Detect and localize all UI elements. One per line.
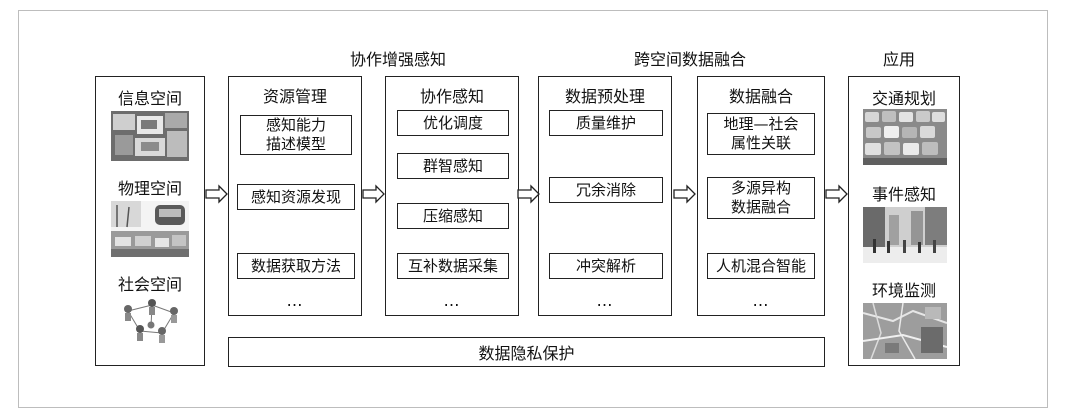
arrow-right-icon [362, 184, 385, 204]
collaborative-sensing-column: 协作感知 优化调度 群智感知 压缩感知 互补数据采集 … [385, 76, 519, 316]
header-applications: 应用 [882, 50, 916, 69]
arrow-right-icon [517, 184, 540, 204]
physical-space-image [111, 201, 189, 257]
multi-source-heterogeneous-fusion: 多源异构 数据融合 [707, 177, 815, 219]
info-space-image [111, 111, 189, 161]
fusion-ellipsis: … [752, 291, 770, 310]
sensing-capability-model: 感知能力 描述模型 [240, 115, 352, 155]
resource-ellipsis: … [286, 291, 304, 310]
data-acquisition-method: 数据获取方法 [237, 253, 355, 279]
compressive-sensing: 压缩感知 [397, 203, 509, 229]
applications-column: 交通规划 事件感知 [848, 76, 960, 366]
traffic-planning-label: 交通规划 [871, 89, 936, 108]
header-cross-space-fusion: 跨空间数据融合 [633, 50, 747, 69]
environment-monitoring-image [863, 303, 947, 359]
arrow-right-icon [205, 184, 228, 204]
event-sensing-image [863, 207, 947, 263]
environment-monitoring-label: 环境监测 [871, 281, 936, 300]
human-machine-hybrid-intelligence: 人机混合智能 [707, 253, 815, 279]
data-fusion-column: 数据融合 地理—社会 属性关联 多源异构 数据融合 人机混合智能 … [697, 76, 825, 316]
resource-management-title: 资源管理 [262, 87, 327, 106]
arrow-right-icon [673, 184, 696, 204]
spaces-column: 信息空间 物理空间 社会空间 [95, 76, 205, 366]
collaborative-sensing-title: 协作感知 [419, 87, 484, 106]
crowd-sensing: 群智感知 [397, 153, 509, 179]
social-space-image [116, 297, 186, 347]
data-fusion-title: 数据融合 [728, 87, 793, 106]
quality-maintenance: 质量维护 [549, 110, 663, 136]
arrow-right-icon [825, 184, 848, 204]
preprocessing-ellipsis: … [596, 291, 614, 310]
resource-management-column: 资源管理 感知能力 描述模型 感知资源发现 数据获取方法 … [228, 76, 362, 316]
optimized-scheduling: 优化调度 [397, 110, 509, 136]
redundancy-elimination: 冗余消除 [549, 177, 663, 203]
sensing-resource-discovery: 感知资源发现 [237, 184, 355, 210]
event-sensing-label: 事件感知 [871, 185, 936, 204]
header-collaborative-sensing: 协作增强感知 [349, 50, 447, 69]
physical-space-label: 物理空间 [117, 179, 182, 198]
traffic-planning-image [863, 109, 947, 165]
data-privacy-protection: 数据隐私保护 [228, 337, 825, 367]
geo-social-attribute-association: 地理—社会 属性关联 [707, 113, 815, 155]
complementary-data-collection: 互补数据采集 [397, 253, 509, 279]
conflict-resolution: 冲突解析 [549, 253, 663, 279]
collaborative-ellipsis: … [443, 291, 461, 310]
data-preprocessing-title: 数据预处理 [564, 87, 645, 106]
social-space-label: 社会空间 [117, 275, 182, 294]
data-preprocessing-column: 数据预处理 质量维护 冗余消除 冲突解析 … [538, 76, 672, 316]
info-space-label: 信息空间 [117, 89, 182, 108]
